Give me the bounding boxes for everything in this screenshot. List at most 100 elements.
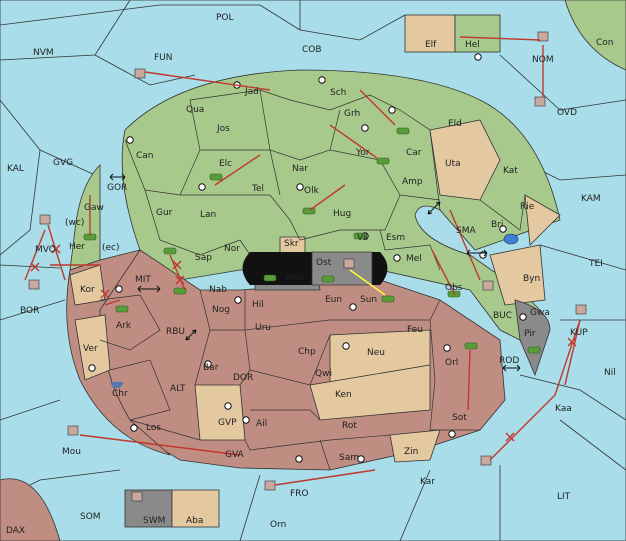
rie-region: [524, 194, 561, 246]
order-arrow-icon: [104, 299, 121, 306]
tank-icon: [396, 127, 410, 135]
region-label: ALT: [170, 384, 186, 394]
orn-land: [171, 489, 220, 528]
region-label: Nab: [209, 285, 227, 295]
region-label: Hug: [333, 209, 351, 219]
region-label: Orl: [445, 358, 458, 368]
region-label: Olk: [304, 186, 320, 196]
region-label: Hil: [252, 300, 264, 310]
supply-center-icon: [474, 53, 482, 61]
region-label: BUC: [493, 311, 512, 321]
ship-icon: [67, 425, 79, 436]
kaa-region: [309, 364, 431, 421]
region-label: KUP: [570, 328, 588, 338]
units: [28, 31, 587, 502]
supply-center-icon: [448, 430, 456, 438]
region-label: DOR: [233, 373, 253, 383]
region-label: Yor: [355, 148, 370, 158]
x-mark-icon: [567, 337, 577, 347]
supply-center-icon: [443, 344, 451, 352]
order-arrow-icon: [329, 124, 378, 159]
region-label: Eld: [448, 119, 462, 129]
region-label: Kar: [420, 477, 435, 487]
region-label: Hel: [465, 40, 480, 50]
supply-center-icon: [130, 424, 138, 432]
region-label: Ver: [83, 344, 98, 354]
region-label: MVO: [35, 245, 56, 255]
order-arrow-icon: [24, 229, 46, 281]
region-label: Bar: [203, 363, 219, 373]
tank-icon: [163, 247, 177, 255]
region-label: Obs: [445, 283, 463, 293]
region-label: Ail: [256, 419, 267, 429]
tank-icon: [376, 157, 390, 165]
order-arrow-icon: [309, 184, 346, 211]
region-label: NVM: [33, 48, 54, 58]
supply-center-icon: [295, 455, 303, 463]
order-arrow-icon: [449, 209, 481, 281]
supply-center-icon: [499, 225, 507, 233]
ship-icon: [343, 258, 355, 269]
region-label: Rie: [520, 202, 535, 212]
region-label: (wc): [65, 218, 84, 228]
x-mark-icon: [175, 275, 185, 285]
supply-center-icon: [242, 416, 250, 424]
ship-icon: [537, 31, 549, 42]
ship-icon: [534, 96, 546, 107]
region-label: Bri: [491, 220, 503, 230]
elf-land: [404, 14, 456, 53]
region-label: Los: [146, 423, 161, 433]
region-label: Tel: [251, 184, 264, 194]
region-label: Elf: [425, 40, 437, 50]
region-label: MIT: [135, 275, 151, 285]
ship-icon: [480, 455, 492, 466]
order-arrow-icon: [431, 249, 456, 296]
region-label: Esm: [386, 233, 405, 243]
region-label: Chp: [298, 347, 316, 357]
failed-orders: [30, 244, 577, 442]
order-arrow-icon: [359, 89, 396, 126]
order-arrow-icon: [274, 469, 376, 486]
supply-center-icon: [115, 285, 123, 293]
region-label: Pir: [524, 329, 536, 339]
region-label: Web: [285, 273, 305, 283]
adjacency-arrows: [109, 173, 521, 372]
region-label: Jad: [244, 87, 259, 97]
supply-center-icon: [519, 313, 527, 321]
region-label: GOR: [107, 183, 127, 193]
region-label: Mel: [406, 254, 422, 264]
region-label: Nor: [224, 244, 240, 254]
uta-region: [429, 119, 501, 201]
supply-center-icon: [88, 364, 96, 372]
region-label: Amp: [402, 177, 423, 187]
region-label: Car: [406, 148, 422, 158]
ship-icon: [131, 491, 143, 502]
region-label: Zin: [404, 447, 418, 457]
tank-icon: [381, 295, 395, 303]
supply-center-icon: [126, 136, 134, 144]
region-label: Skr: [284, 239, 299, 249]
region-label: Mou: [62, 447, 81, 457]
region-label: BOR: [20, 306, 39, 316]
region-label: COB: [302, 45, 322, 55]
supply-center-icon: [393, 254, 401, 262]
order-arrow-icon: [47, 224, 66, 281]
x-mark-icon: [51, 244, 61, 254]
region-label: Sch: [330, 88, 346, 98]
ship-icon: [39, 214, 51, 225]
x-mark-icon: [100, 289, 110, 299]
region-label: TEI: [588, 259, 603, 269]
region-label: Jos: [216, 124, 230, 134]
region-label: FUN: [154, 53, 173, 63]
kor-region: [69, 264, 106, 306]
tank-icon: [527, 346, 541, 354]
region-label: Byn: [523, 274, 540, 284]
region-label: Sap: [195, 253, 212, 263]
region-label: SOM: [80, 512, 101, 522]
region-label: Kaa: [555, 404, 572, 414]
region-label: Sam: [339, 453, 359, 463]
region-label: POL: [216, 13, 234, 23]
sam-region: [389, 429, 441, 463]
